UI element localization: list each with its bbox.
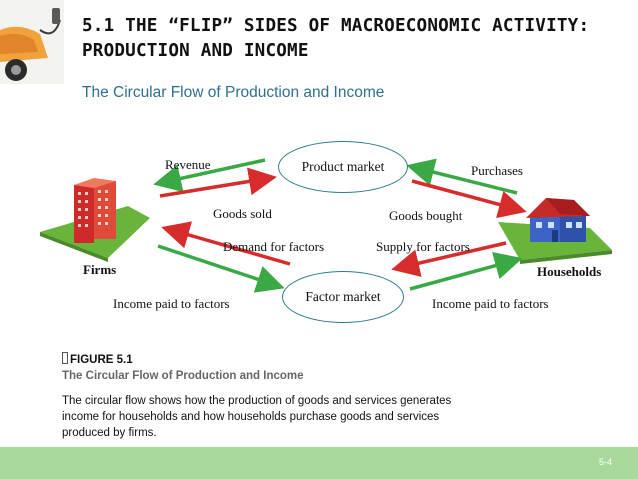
purchases-label: Purchases (471, 163, 523, 178)
purchases-arrow (406, 158, 518, 195)
bullet-box-icon (62, 352, 68, 364)
firms-label: Firms (83, 262, 117, 277)
households-label: Households (537, 264, 602, 279)
footer-bar: 5-4 (0, 447, 638, 479)
demand-for-factors-label: Demand for factors (223, 239, 325, 254)
goods-sold-arrow (159, 167, 277, 198)
revenue-arrow (153, 158, 266, 193)
income-paid-left-label: Income paid to factors (113, 296, 230, 311)
demand-for-factors-arrow (161, 221, 291, 266)
revenue-label: Revenue (165, 157, 211, 172)
supply-for-factors-label: Supply for factors (376, 239, 470, 254)
goods-sold-label: Goods sold (213, 206, 272, 221)
income-paid-right-label: Income paid to factors (432, 296, 549, 311)
product-market-node: Product market (278, 141, 408, 193)
figure-caption: The circular flow shows how the producti… (62, 395, 452, 439)
income-paid-right-arrow (409, 252, 523, 291)
page-number: 5-4 (598, 457, 612, 467)
goods-bought-label: Goods bought (389, 208, 463, 223)
income-paid-left-arrow (157, 244, 285, 293)
electric-car-image (0, 0, 64, 84)
figure-number: FIGURE 5.1 (62, 352, 133, 366)
supply-for-factors-arrow (391, 241, 507, 277)
households-house-icon (498, 198, 612, 264)
figure-title: The Circular Flow of Production and Inco… (62, 370, 304, 382)
slide-title: 5.1 THE “FLIP” SIDES OF MACROECONOMIC AC… (82, 16, 590, 61)
firms-building-icon (40, 178, 150, 262)
slide-subtitle: The Circular Flow of Production and Inco… (82, 84, 385, 101)
figure-number-text: FIGURE 5.1 (70, 354, 133, 366)
factor-market-node: Factor market (282, 271, 404, 323)
goods-bought-arrow (411, 179, 527, 219)
